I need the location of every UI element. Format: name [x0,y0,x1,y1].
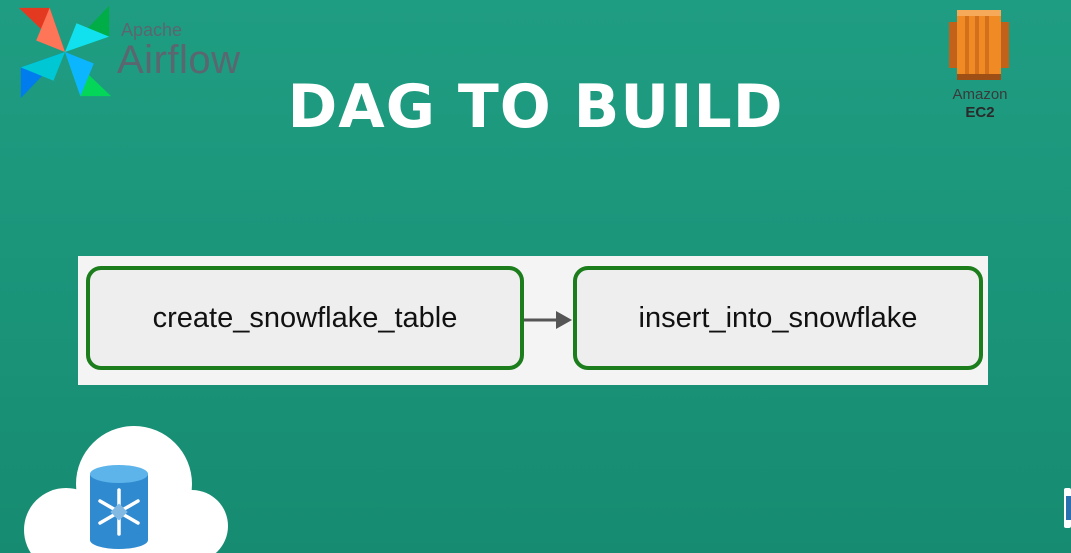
dag-graph-panel: create_snowflake_table insert_into_snowf… [78,256,988,385]
aws-ec2-icon [949,10,1009,80]
task-create-snowflake-table[interactable]: create_snowflake_table [86,266,524,370]
ec2-product-label: EC2 [965,104,995,121]
page-title: DAG TO BUILD [287,72,784,142]
dependency-arrow-icon [524,311,572,329]
snowflake-cloud-database-icon [24,426,228,553]
task-insert-into-snowflake[interactable]: insert_into_snowflake [573,266,983,370]
airflow-logo-icon [18,5,112,99]
ec2-amazon-label: Amazon [952,86,1008,103]
apache-label: Apache [121,20,183,40]
partial-edge-icon [1064,488,1071,528]
airflow-label: Airflow [117,38,241,82]
